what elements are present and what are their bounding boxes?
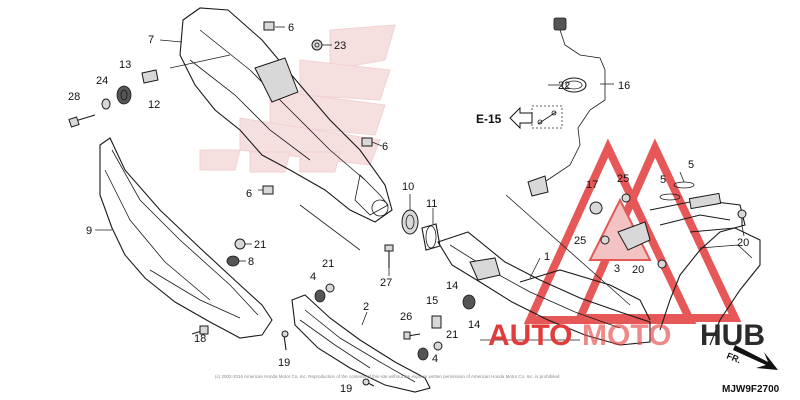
part-23-nut[interactable] xyxy=(311,39,323,51)
part-12-collar[interactable] xyxy=(141,69,159,84)
copyright-notice: (c) 2002-2016 American Honda Motor Co. I… xyxy=(215,374,560,379)
part-21-bolt-a[interactable] xyxy=(234,238,246,250)
label-27: 27 xyxy=(380,277,392,289)
label-23: 23 xyxy=(334,40,346,52)
watermark-part-a: AUTO xyxy=(488,319,572,352)
label-21a: 21 xyxy=(254,239,266,251)
label-19b: 19 xyxy=(340,383,352,395)
part-6-clip-b[interactable] xyxy=(361,137,373,147)
watermark-part-b: MOTO xyxy=(582,319,671,352)
label-24: 24 xyxy=(96,75,108,87)
label-3: 3 xyxy=(614,263,620,275)
e15-reference-arrow[interactable]: E-15 xyxy=(476,106,533,130)
part-5-gasket-a[interactable] xyxy=(673,181,695,189)
part-16-o2-sensor[interactable] xyxy=(527,17,606,197)
part-19-bolt-b[interactable] xyxy=(362,378,375,387)
part-24-washer[interactable] xyxy=(101,98,111,110)
part-5-gasket-b[interactable] xyxy=(659,193,681,201)
watermark-triangle xyxy=(523,138,742,324)
part-11-seal[interactable] xyxy=(421,223,441,251)
part-4-grommet-a[interactable] xyxy=(314,289,326,303)
label-21b: 21 xyxy=(322,258,334,270)
part-17-nut[interactable] xyxy=(589,201,603,215)
label-10: 10 xyxy=(402,181,414,193)
part-25-bolt-a[interactable] xyxy=(621,193,631,203)
label-4b: 4 xyxy=(432,353,438,365)
label-20b: 20 xyxy=(737,237,749,249)
label-25a: 25 xyxy=(617,173,629,185)
label-5b: 5 xyxy=(660,174,666,186)
label-21c: 21 xyxy=(446,329,458,341)
label-16: 16 xyxy=(618,80,630,92)
label-12: 12 xyxy=(148,99,160,111)
part-9-heat-shield[interactable] xyxy=(99,137,273,339)
label-9: 9 xyxy=(86,225,92,237)
label-25b: 25 xyxy=(574,235,586,247)
label-4a: 4 xyxy=(310,271,316,283)
part-19-bolt-a[interactable] xyxy=(281,330,289,351)
part-28-bolt[interactable] xyxy=(68,114,96,128)
label-13: 13 xyxy=(119,59,131,71)
part-26-bolt[interactable] xyxy=(403,331,421,340)
part-1-exhaust-assembly[interactable] xyxy=(437,192,761,346)
part-8-grommet[interactable] xyxy=(226,255,240,267)
label-6a: 6 xyxy=(288,22,294,34)
part-25-bolt-b[interactable] xyxy=(600,235,610,245)
e15-label: E-15 xyxy=(476,112,502,126)
label-6b: 6 xyxy=(382,141,388,153)
part-15-collar[interactable] xyxy=(431,315,442,329)
part-labels: 7 6 23 13 24 28 12 6 6 9 21 8 10 11 27 1… xyxy=(68,22,749,395)
label-17: 17 xyxy=(586,179,598,191)
part-2-lower-shield[interactable] xyxy=(291,294,431,393)
watermark-part-c: HUB xyxy=(700,319,765,352)
part-7-silencer[interactable] xyxy=(179,7,393,223)
label-1: 1 xyxy=(544,251,550,263)
diagram-code: MJW9F2700 xyxy=(722,384,780,395)
part-27-bolt[interactable] xyxy=(384,244,394,268)
part-3-bracket[interactable] xyxy=(617,221,651,251)
label-5a: 5 xyxy=(688,159,694,171)
label-8: 8 xyxy=(248,256,254,268)
label-7: 7 xyxy=(148,34,154,46)
part-18-bolt[interactable] xyxy=(191,325,209,335)
leader-lines xyxy=(95,26,745,341)
part-13-grommet[interactable] xyxy=(116,85,132,105)
label-19a: 19 xyxy=(278,357,290,369)
label-15: 15 xyxy=(426,295,438,307)
ghost-wing-logo xyxy=(199,24,396,173)
part-4-grommet-b[interactable] xyxy=(417,347,429,361)
label-14a: 14 xyxy=(446,280,458,292)
label-14b: 14 xyxy=(468,319,480,331)
e15-reference-bracket[interactable] xyxy=(531,105,563,129)
label-18: 18 xyxy=(194,333,206,345)
part-20-bolt-a[interactable] xyxy=(657,259,667,269)
part-14-grommet-a[interactable] xyxy=(462,294,476,310)
label-6c: 6 xyxy=(246,188,252,200)
label-20a: 20 xyxy=(632,264,644,276)
part-10-gasket[interactable] xyxy=(401,209,419,235)
label-11: 11 xyxy=(426,198,437,210)
label-28: 28 xyxy=(68,91,80,103)
part-6-clip-c[interactable] xyxy=(262,185,274,195)
label-2: 2 xyxy=(363,301,369,313)
part-21-bolt-b[interactable] xyxy=(325,283,335,293)
watermark-text: AUTO MOTO HUB xyxy=(488,319,765,352)
label-26: 26 xyxy=(400,311,412,323)
part-20-bolt-b[interactable] xyxy=(737,209,747,226)
label-22: 22 xyxy=(558,80,570,92)
part-21-bolt-c[interactable] xyxy=(433,341,443,351)
part-6-clip-a[interactable] xyxy=(263,21,275,31)
